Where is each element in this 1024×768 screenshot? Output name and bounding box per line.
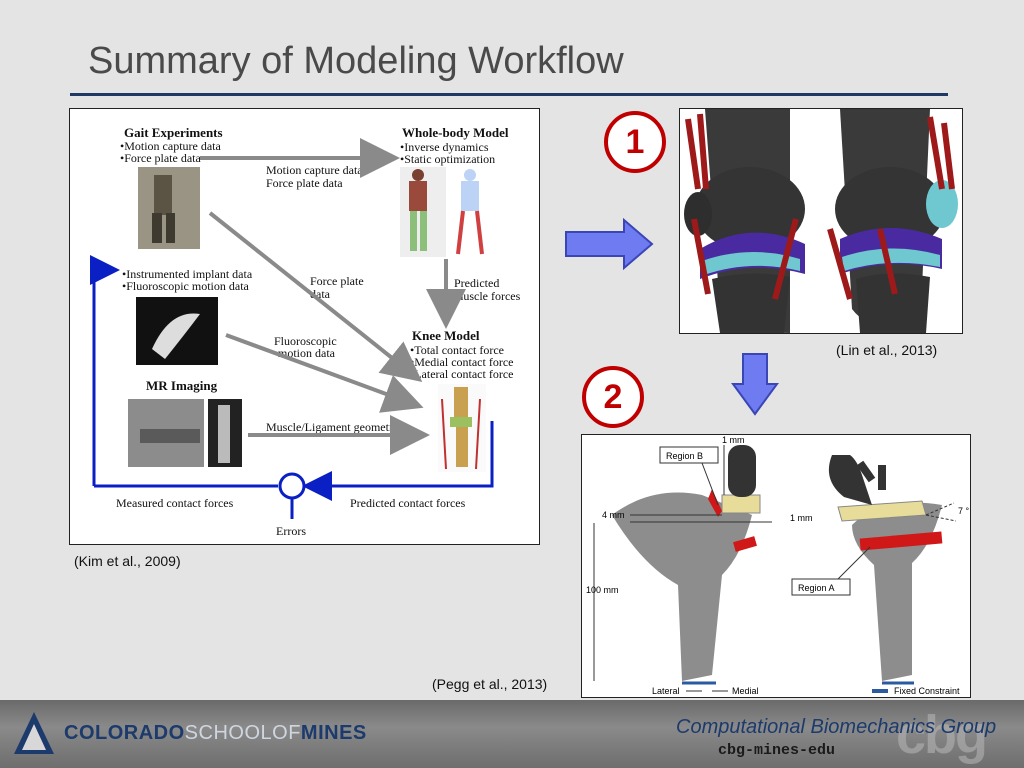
knee-item-1: •Total contact force bbox=[410, 343, 504, 357]
muscle-lig-label: Muscle/Ligament geometry bbox=[266, 420, 399, 434]
gait-title: Gait Experiments bbox=[124, 125, 223, 140]
arrow-down-icon bbox=[731, 353, 779, 416]
mines-wordmark: COLORADOSCHOOLOFMINES bbox=[64, 722, 367, 745]
fluoro-label-1: Fluoroscopic bbox=[274, 334, 337, 348]
wbm-item-1: •Inverse dynamics bbox=[400, 140, 489, 154]
force-plate-label-1: Force plate bbox=[310, 274, 364, 288]
one-mm-top-label: 1 mm bbox=[722, 435, 745, 445]
workflow-diagram: Gait Experiments •Motion capture data •F… bbox=[90, 125, 521, 538]
arrow-top-label-1: Motion capture data bbox=[266, 163, 363, 177]
hundred-mm-label: 100 mm bbox=[586, 585, 619, 595]
mines-logo-icon bbox=[14, 712, 54, 754]
four-mm-label: 4 mm bbox=[602, 510, 625, 520]
pegg-tibia-diagram: Region B Region A 1 mm 4 mm 1 mm 7 ° 100… bbox=[586, 435, 970, 696]
mines-light-1: SCHOOL bbox=[184, 722, 273, 744]
knee-model-image bbox=[438, 384, 486, 472]
predicted-muscle-label-2: muscle forces bbox=[454, 289, 521, 303]
lin-knee-render bbox=[684, 109, 958, 333]
wbm-title: Whole-body Model bbox=[402, 125, 509, 140]
lateral-label: Lateral bbox=[652, 686, 680, 696]
arrow-top-label-2: Force plate data bbox=[266, 176, 343, 190]
citation-kim: (Kim et al., 2009) bbox=[74, 553, 181, 569]
fluoro-label-2: motion data bbox=[278, 346, 336, 360]
implant-item-2: •Fluoroscopic motion data bbox=[122, 279, 250, 293]
badge-2: 2 bbox=[582, 366, 644, 428]
slide-title: Summary of Modeling Workflow bbox=[88, 40, 624, 82]
predicted-muscle-label-1: Predicted bbox=[454, 276, 499, 290]
wbm-item-2: •Static optimization bbox=[400, 152, 495, 166]
implant-item-1: •Instrumented implant data bbox=[122, 267, 253, 281]
workflow-panel: Gait Experiments •Motion capture data •F… bbox=[69, 108, 540, 545]
footer-bar bbox=[0, 700, 1024, 768]
whole-body-figures bbox=[400, 167, 484, 257]
badge-1: 1 bbox=[604, 111, 666, 173]
cbg-url: cbg-mines-edu bbox=[718, 742, 836, 759]
mines-light-of: OF bbox=[272, 722, 301, 744]
title-underline bbox=[70, 93, 948, 96]
predicted-contact-label: Predicted contact forces bbox=[350, 496, 466, 510]
medial-label: Medial bbox=[732, 686, 759, 696]
gait-item-1: •Motion capture data bbox=[120, 139, 222, 153]
mines-bold-1: COLORADO bbox=[64, 722, 185, 744]
region-b-label: Region B bbox=[666, 451, 703, 461]
mr-title: MR Imaging bbox=[146, 378, 218, 393]
gait-item-2: •Force plate data bbox=[120, 151, 202, 165]
seven-deg-label: 7 ° bbox=[958, 506, 970, 516]
one-mm-mid-label: 1 mm bbox=[790, 513, 813, 523]
lin-panel bbox=[679, 108, 963, 334]
knee-title: Knee Model bbox=[412, 328, 480, 343]
citation-pegg: (Pegg et al., 2013) bbox=[432, 676, 548, 692]
errors-label: Errors bbox=[276, 524, 306, 538]
knee-item-2: •Medial contact force bbox=[410, 355, 513, 369]
knee-item-3: •Lateral contact force bbox=[410, 367, 513, 381]
citation-lin: (Lin et al., 2013) bbox=[836, 342, 938, 358]
pegg-panel: Region B Region A 1 mm 4 mm 1 mm 7 ° 100… bbox=[581, 434, 971, 698]
measured-label: Measured contact forces bbox=[116, 496, 234, 510]
cbg-group-name: Computational Biomechanics Group bbox=[676, 716, 997, 738]
cbg-logo: cbg bbox=[896, 705, 988, 765]
fixed-constraint-label: Fixed Constraint bbox=[894, 686, 960, 696]
arrow-right-icon bbox=[565, 218, 654, 270]
errors-node bbox=[278, 472, 306, 500]
region-a-label: Region A bbox=[798, 583, 835, 593]
mines-bold-2: MINES bbox=[300, 722, 367, 744]
